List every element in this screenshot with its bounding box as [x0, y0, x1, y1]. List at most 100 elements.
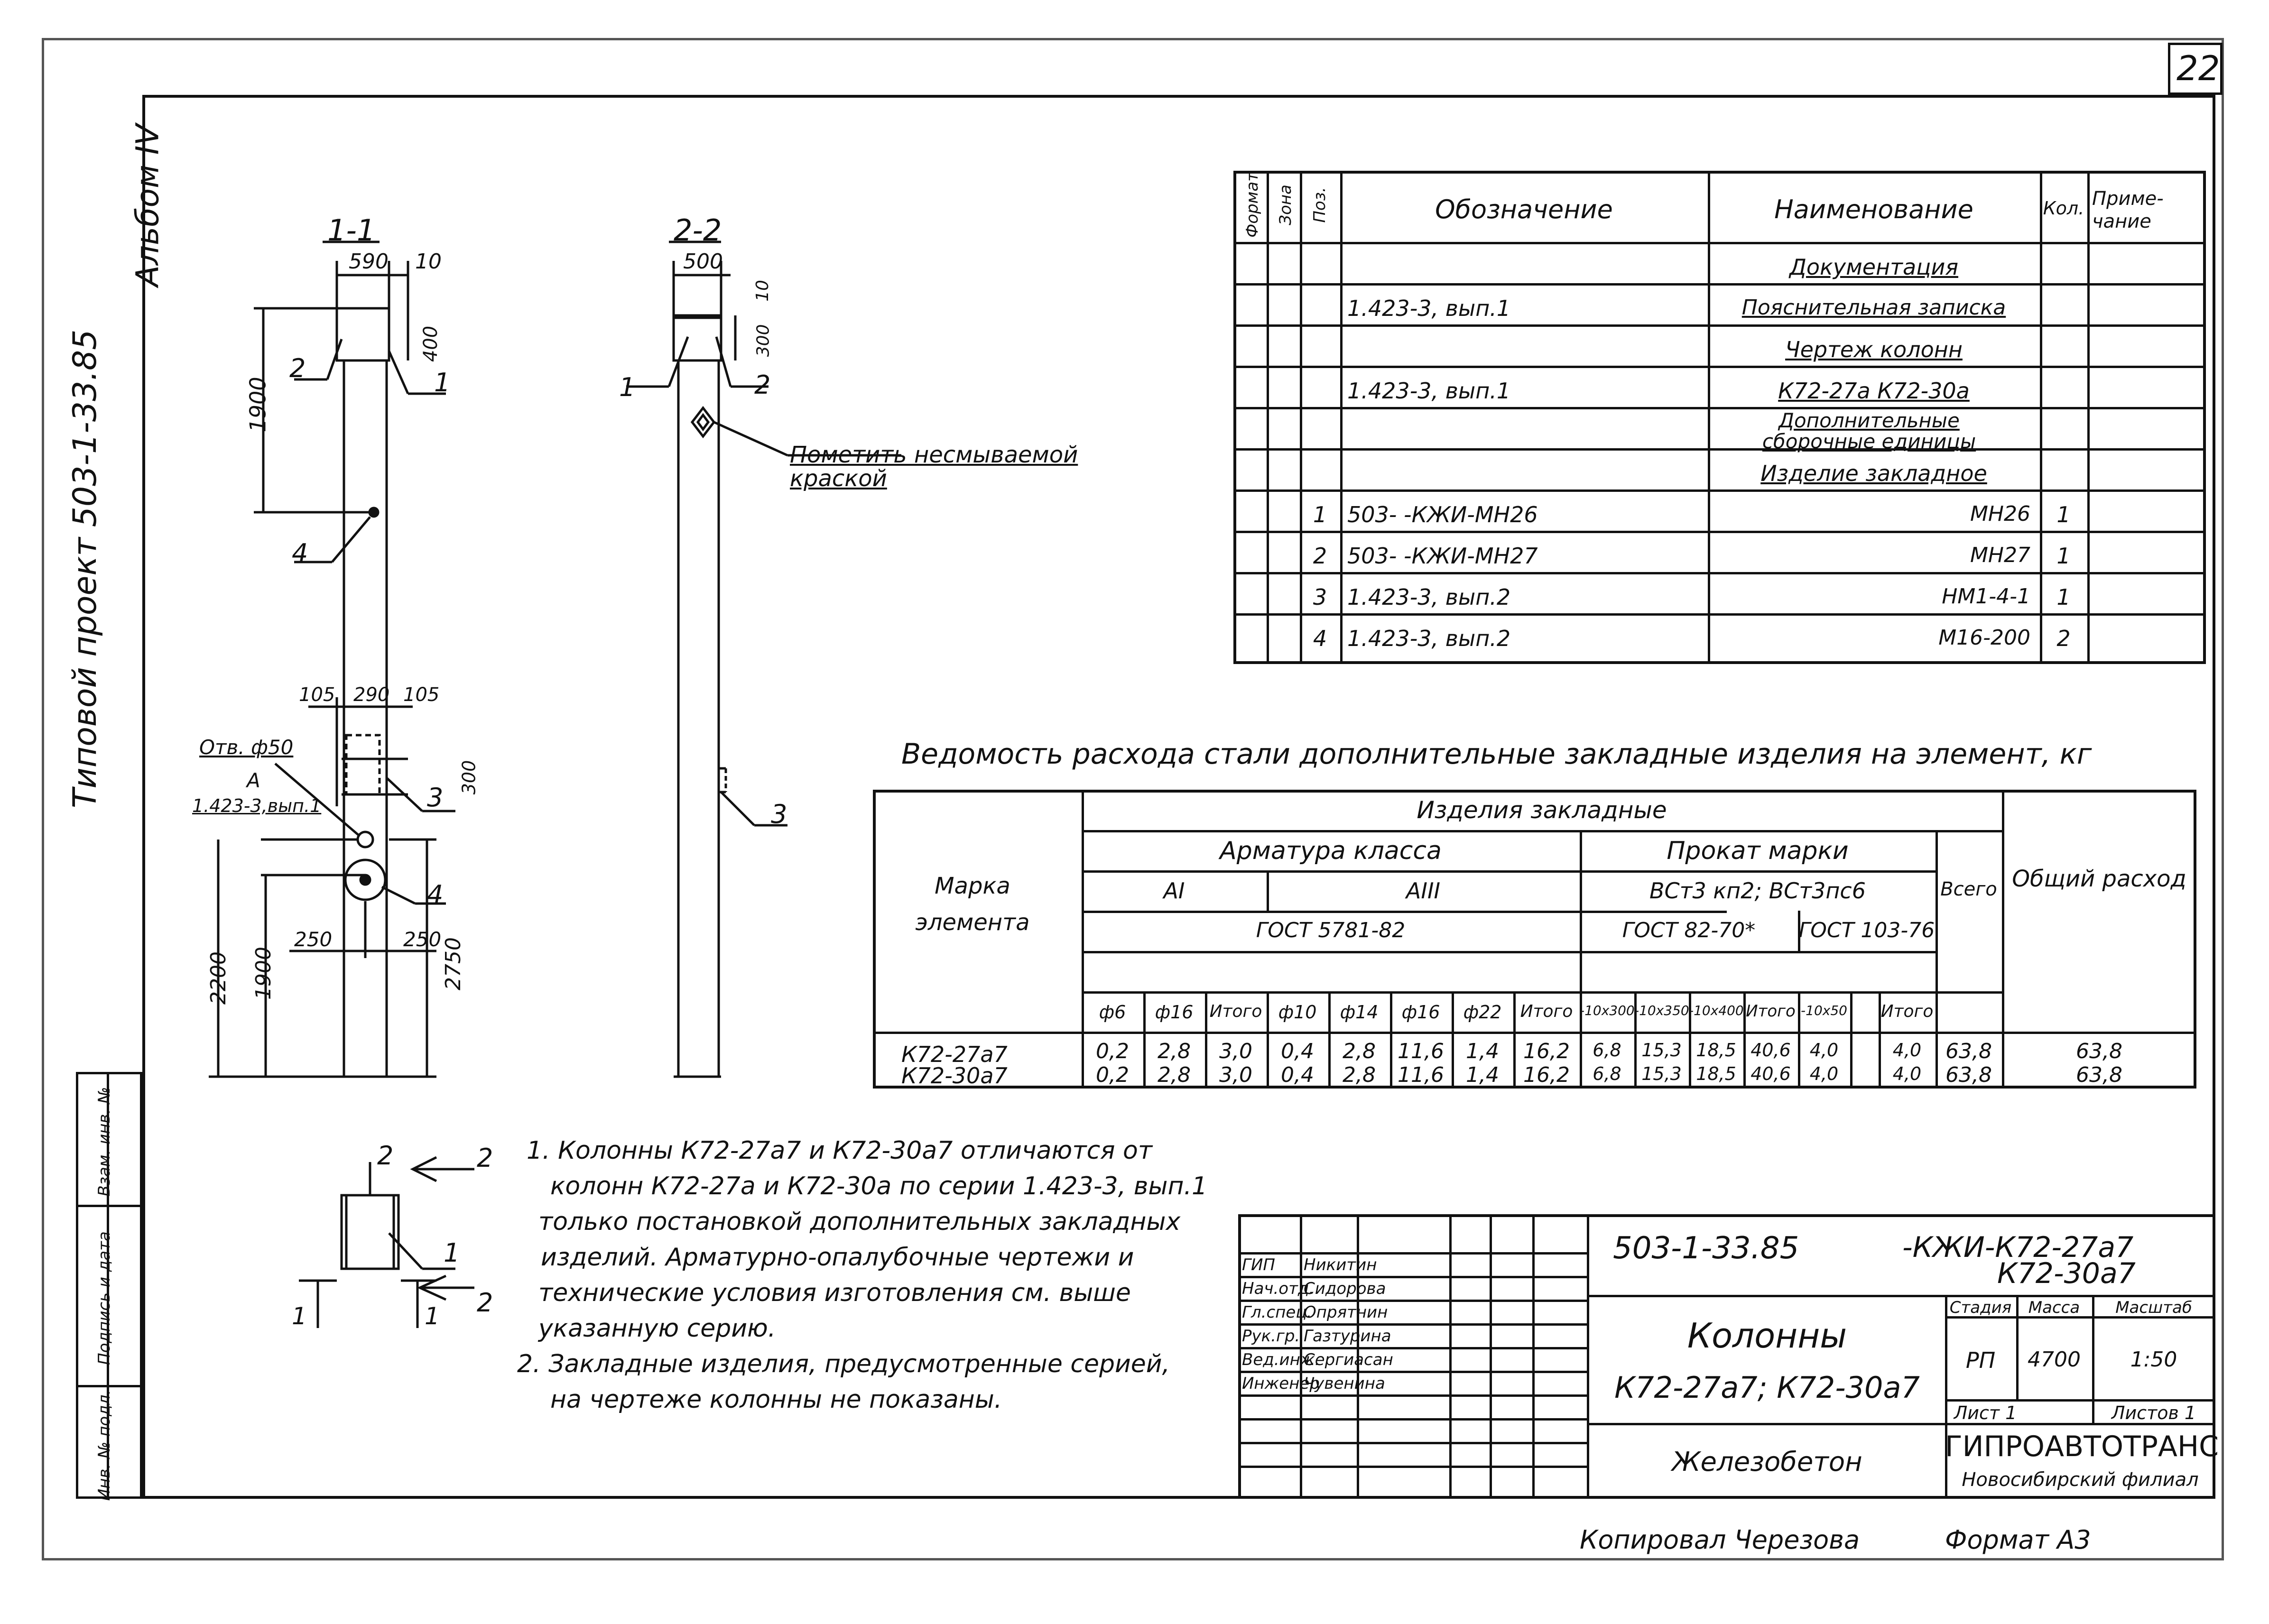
spec-row-pos: 1 — [1313, 502, 1327, 527]
spec-row-name: Пояснительная записка — [1741, 295, 2006, 320]
hole-note-3: 1.423-3,вып.1 — [192, 795, 322, 816]
spec-row-name: НМ1-4-1 — [1942, 584, 2030, 609]
dim-10: 10 — [415, 249, 442, 274]
dim-290: 290 — [353, 684, 390, 706]
hole-note-1: Отв. ф50 — [199, 736, 294, 759]
paint-note-1: Пометить несмываемой — [790, 442, 1078, 468]
spec-row-designation: 1.423-3, вып.2 — [1347, 626, 1511, 651]
strip-label-1: Инв. № подл. — [95, 1389, 114, 1501]
callout-3-b: 3 — [771, 799, 787, 829]
signer-role: Вед.инж. — [1242, 1350, 1320, 1369]
note-line: 2. Закладные изделия, предусмотренные се… — [517, 1350, 1170, 1378]
steel-h-AI: АI — [1163, 878, 1185, 904]
steel-subcol: Итого — [1520, 1002, 1573, 1021]
note-line: 1. Колонны К72-27а7 и К72-30а7 отличаютс… — [527, 1136, 1153, 1165]
tb-code2: -КЖИ-К72-27а7 — [1902, 1231, 2134, 1264]
detail-label-2-bottom: 2 — [477, 1288, 493, 1318]
detail-label-1-right: 1 — [425, 1302, 440, 1330]
spec-row-qty: 1 — [2056, 502, 2071, 527]
steel-subcol: -10х300 — [1580, 1003, 1635, 1018]
tb-stage-h: Стадия — [1949, 1298, 2012, 1317]
steel-cell: 4,0 — [1809, 1040, 1839, 1061]
tb-sheets: Листов 1 — [2111, 1403, 2196, 1423]
page-number-box — [2168, 43, 2223, 95]
spec-row-designation: 1.423-3, вып.1 — [1347, 378, 1511, 404]
tb-mass: 4700 — [2028, 1347, 2081, 1372]
dim-250-right: 250 — [403, 928, 442, 951]
steel-h-total: Всего — [1940, 878, 1997, 900]
note-line: колонн К72-27а и К72-30а по серии 1.423-… — [550, 1172, 1208, 1200]
spec-row-qty: 2 — [2056, 626, 2071, 651]
tb-name-title: Колонны — [1687, 1316, 1847, 1356]
signer-name: Сергиасан — [1304, 1350, 1393, 1369]
callout-4-top: 4 — [292, 538, 308, 568]
tb-mass-h: Масса — [2028, 1298, 2080, 1317]
spec-row-designation: 503- -КЖИ-МН26 — [1347, 502, 1538, 527]
dim-1900-top: 1900 — [245, 377, 271, 433]
steel-h-gost3: ГОСТ 103-76 — [1798, 918, 1935, 942]
steel-cell: 4,0 — [1892, 1063, 1922, 1084]
dim-300: 300 — [458, 760, 480, 795]
steel-cell: 63,8 — [1945, 1063, 1992, 1087]
paint-note-2: краской — [790, 465, 887, 492]
spec-row-pos: 4 — [1313, 626, 1327, 651]
project-label: Типовой проект 503-1-33.85 — [66, 329, 104, 808]
tb-sheet: Лист 1 — [1954, 1403, 2017, 1423]
note-line: на чертеже колонны не показаны. — [550, 1385, 1002, 1414]
steel-h-overall: Общий расход — [2012, 866, 2186, 892]
signer-name: Опрятнин — [1304, 1303, 1388, 1322]
steel-subcol: ф14 — [1340, 1002, 1379, 1023]
spec-row-designation: 503- -КЖИ-МН27 — [1347, 543, 1538, 569]
tb-material: Железобетон — [1672, 1447, 1862, 1477]
steel-cell: 6,8 — [1593, 1063, 1621, 1084]
spec-row-qty: 1 — [2056, 584, 2071, 610]
dim-10-b: 10 — [752, 280, 772, 302]
steel-cell: 11,6 — [1398, 1063, 1444, 1087]
steel-cell: 2,8 — [1343, 1039, 1376, 1063]
note-line: изделий. Арматурно-опалубочные чертежи и — [541, 1243, 1134, 1272]
spec-row-name: МН27 — [1970, 543, 2030, 567]
format-label: Формат А3 — [1945, 1525, 2091, 1555]
steel-subcol: Итого — [1746, 1002, 1796, 1021]
strip-label-2: Подпись и дата — [95, 1231, 114, 1365]
steel-cell: 1,4 — [1466, 1039, 1499, 1063]
steel-h-AIII: АIII — [1406, 878, 1441, 904]
spec-h-note: Приме-чание — [2092, 188, 2164, 232]
dim-2750: 2750 — [441, 937, 465, 990]
dim-300-b: 300 — [753, 324, 773, 357]
spec-h-qty: Кол. — [2043, 198, 2084, 219]
steel-cell: 18,5 — [1696, 1040, 1736, 1061]
section-1-1-title: 1-1 — [327, 213, 376, 248]
spec-row-designation: 1.423-3, вып.2 — [1347, 584, 1511, 610]
steel-cell: 4,0 — [1892, 1040, 1922, 1061]
tb-code: 503-1-33.85 — [1613, 1231, 1799, 1266]
steel-cell: 63,8 — [2076, 1039, 2122, 1063]
steel-cell: 63,8 — [1945, 1039, 1992, 1063]
spec-row-name: МН26 — [1970, 502, 2030, 526]
steel-subcol: Итого — [1209, 1002, 1262, 1021]
steel-h-gost2: ГОСТ 82-70* — [1622, 918, 1756, 942]
steel-subcol: ф16 — [1401, 1002, 1440, 1023]
steel-h-mark: Марка элемента — [915, 873, 1030, 936]
spec-row-qty: 1 — [2056, 543, 2071, 569]
dim-250-left: 250 — [294, 928, 333, 951]
steel-h-rebar: Арматура класса — [1220, 837, 1442, 865]
steel-cell: 63,8 — [2076, 1063, 2122, 1087]
dim-105-right: 105 — [403, 684, 440, 706]
outer-frame — [42, 38, 2224, 1560]
detail-label-2-arrow: 2 — [477, 1143, 493, 1173]
dim-500: 500 — [683, 249, 723, 274]
spec-table: Формат Зона Поз. Обозначение Наименовани… — [1233, 171, 2206, 664]
spec-h-designation: Обозначение — [1435, 194, 1613, 224]
steel-cell: 0,4 — [1281, 1063, 1314, 1087]
spec-row-name: Изделие закладное — [1760, 461, 1987, 486]
steel-cell: 16,2 — [1523, 1063, 1570, 1087]
dim-1900-bottom: 1900 — [251, 947, 276, 1000]
steel-subcol: Итого — [1880, 1002, 1934, 1021]
spec-row-name: Дополнительные сборочные единицы — [1762, 409, 1976, 453]
steel-cell: 2,8 — [1158, 1063, 1191, 1087]
steel-row-mark: К72-27а7 — [901, 1042, 1008, 1067]
section-2-2-drawing — [626, 240, 901, 1078]
steel-subcol: -10х350 — [1634, 1003, 1689, 1018]
signer-role: Инженер — [1242, 1374, 1320, 1393]
